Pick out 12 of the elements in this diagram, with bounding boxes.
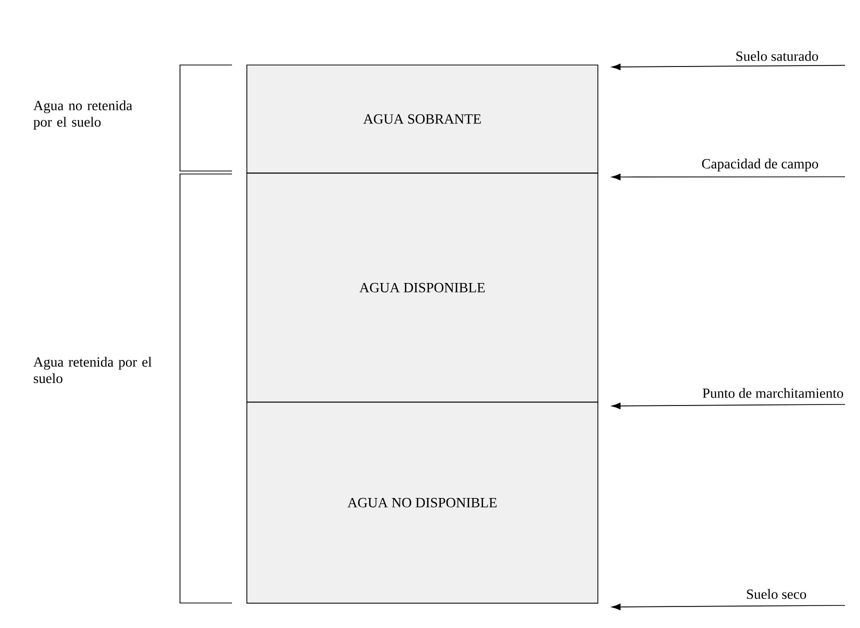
- arrow: [612, 64, 846, 70]
- layer-box: AGUA SOBRANTE: [246, 64, 598, 174]
- bracket-label: Agua no retenida por el suelo: [33, 100, 132, 130]
- bracket-label: Agua retenida por el suelo: [33, 356, 152, 384]
- level-label: Punto de marchitamiento: [702, 388, 844, 398]
- arrow: [612, 604, 846, 610]
- arrow: [612, 402, 846, 410]
- level-label: Capacidad de campo: [702, 158, 818, 172]
- arrow: [612, 174, 846, 180]
- level-label: Suelo seco: [747, 589, 806, 599]
- layer-box: AGUA NO DISPONIBLE: [246, 402, 598, 604]
- level-label: Suelo saturado: [736, 51, 818, 61]
